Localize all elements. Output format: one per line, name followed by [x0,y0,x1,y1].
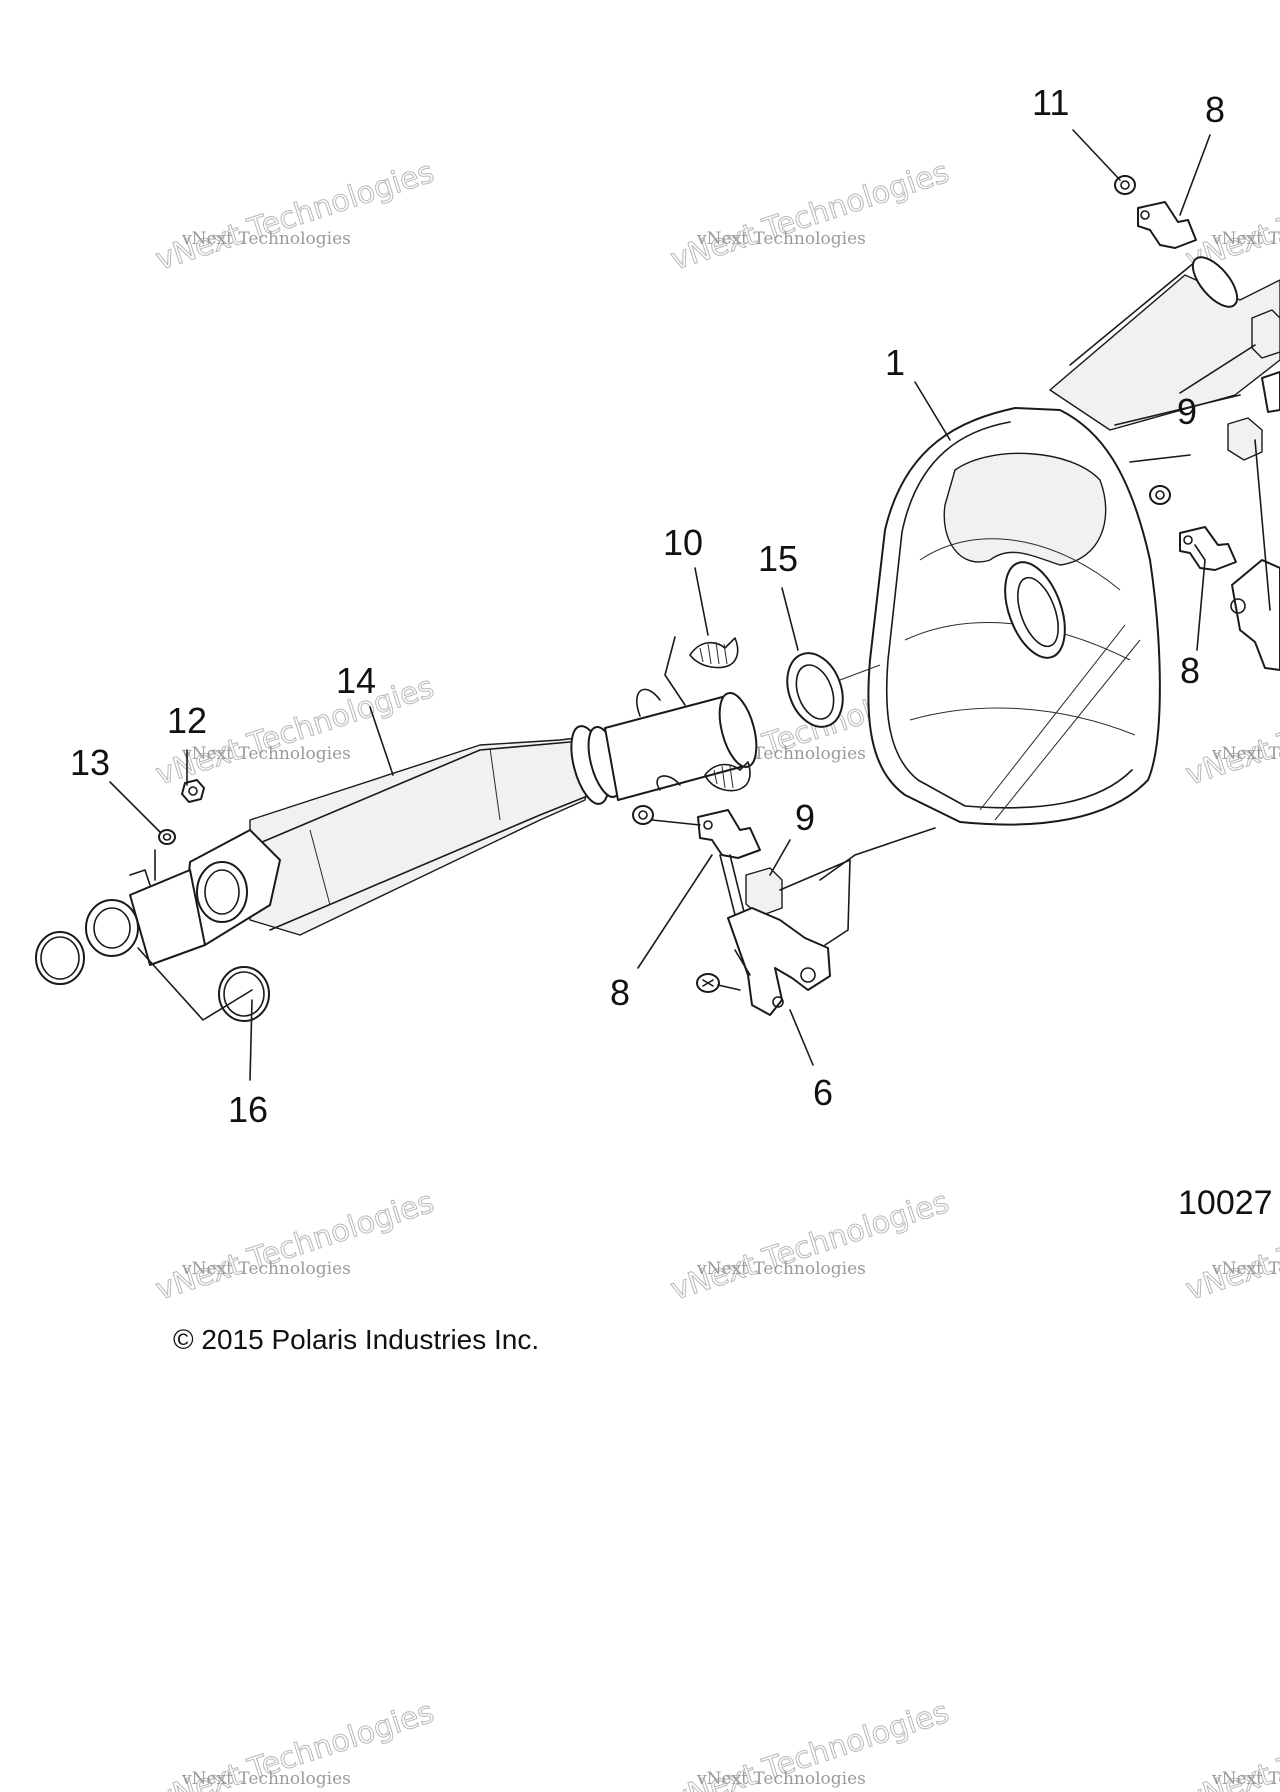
callout-11: 11 [1032,82,1069,123]
svg-text:vNext Technologies: vNext Technologies [181,744,351,764]
svg-text:vNext Technologies: vNext Technologies [152,1185,439,1308]
exhaust-gasket-part [786,652,881,728]
callout-1: 1 [885,342,905,383]
watermark: vNext Technologies vNext Technologies [151,154,439,278]
callout-8: 8 [1205,89,1225,130]
callout-15: 15 [758,538,798,579]
mount-isolator-part [632,175,1280,1016]
callout-9: 9 [795,797,815,838]
svg-text:vNext Technologies: vNext Technologies [696,229,866,249]
callout-8: 8 [1180,650,1200,691]
callout-labels: 11 8 1 9 8 10 15 14 12 13 9 8 6 16 [70,82,1225,1130]
svg-text:vNext Technologies: vNext Technologies [181,1769,351,1789]
callout-6: 6 [813,1072,833,1113]
watermark: vNext Technologies vNext Technologies [151,1694,439,1792]
leader-lines [109,129,1271,1081]
watermark: vNext Technologies vNext Technologies [666,154,954,278]
svg-text:vNext Technologies: vNext Technologies [1211,229,1280,249]
svg-text:vNext Technologies: vNext Technologies [667,155,954,278]
figure-id: 10027 [1178,1184,1273,1222]
spring-part [689,637,751,792]
watermark: vNext Technologies vNext Technologies [666,1694,954,1792]
callout-14: 14 [336,660,376,701]
callout-13: 13 [70,742,110,783]
muffler-part [854,256,1280,856]
nut-part [158,779,205,845]
svg-text:vNext Technologies: vNext Technologies [1211,744,1280,764]
svg-text:vNext Technologies: vNext Technologies [696,1259,866,1279]
svg-text:vNext Technologies: vNext Technologies [1211,1769,1280,1789]
header-pipe-part [85,688,758,966]
callout-12: 12 [167,700,207,741]
svg-text:vNext Technologies: vNext Technologies [181,1259,351,1279]
watermark: vNext Technologies vNext Technologies [151,1184,439,1308]
svg-text:vNext Technologies: vNext Technologies [1211,1259,1280,1279]
callout-10: 10 [663,522,703,563]
svg-text:vNext Technologies: vNext Technologies [667,1185,954,1308]
watermark: vNext Technologies vNext Technologies [666,1184,954,1308]
svg-text:vNext Technologies: vNext Technologies [152,155,439,278]
copyright-notice: © 2015 Polaris Industries Inc. [173,1324,540,1355]
svg-text:vNext Technologies: vNext Technologies [696,1769,866,1789]
callout-9: 9 [1177,391,1197,432]
watermark: vNext Technologies vNext Technologies [1181,1694,1280,1792]
callout-8: 8 [610,972,630,1013]
callout-16: 16 [228,1089,268,1130]
svg-text:vNext Technologies: vNext Technologies [181,229,351,249]
